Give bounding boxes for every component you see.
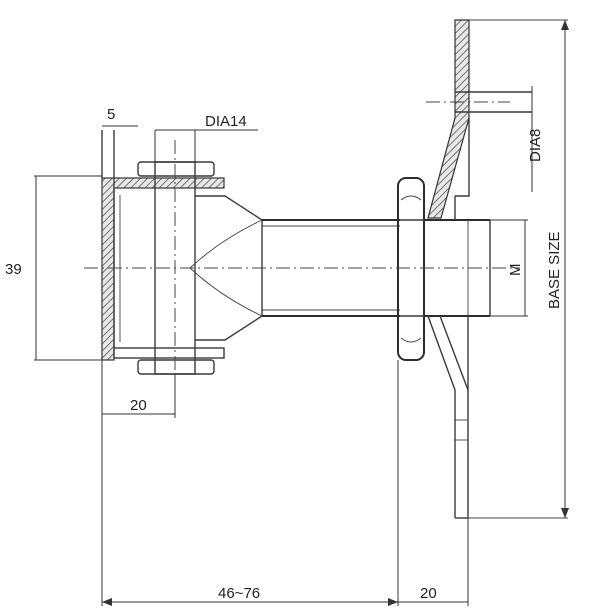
- dim-20-left-label: 20: [130, 397, 147, 414]
- bracket-bottom-arm: [113, 347, 225, 359]
- dia14-label: DIA14: [205, 113, 247, 130]
- hinge-bracket: [101, 130, 225, 361]
- base-size-arrow-top: [561, 20, 569, 30]
- base-outline: BASE SIZE: [468, 19, 569, 519]
- nut-chamfer-bottom: [400, 337, 422, 343]
- weld-plate-edge: [455, 118, 470, 197]
- dim-39-label: 39: [5, 261, 22, 278]
- dim-m: M: [490, 219, 528, 317]
- eye-curve: [189, 219, 263, 317]
- eye-top-taper-inner: [224, 195, 263, 221]
- weld-plate-lower-left: [427, 315, 456, 518]
- dim-39: 39: [5, 175, 102, 361]
- eye-bottom-taper: [195, 315, 263, 341]
- threaded-shaft: [262, 219, 491, 317]
- eye-top-taper: [195, 195, 263, 221]
- dia8-label: DIA8: [527, 129, 544, 162]
- bracket-plate-hatched: [101, 177, 115, 361]
- bolt-eye: [189, 195, 263, 341]
- hex-nut: [397, 177, 425, 361]
- weld-plate-hatched: [427, 19, 470, 219]
- bracket-top-arm-hatched: [113, 177, 225, 189]
- dim-dia8: DIA8: [527, 86, 544, 192]
- nut-body: [397, 177, 425, 361]
- dim-5: 5: [102, 106, 138, 127]
- dim-20-bottom-label: 20: [420, 585, 437, 602]
- dim-20-left: 20: [101, 360, 176, 418]
- dim-dia14: DIA14: [154, 113, 258, 162]
- nut-chamfer-top: [400, 195, 422, 201]
- pin-top-nut: [137, 161, 215, 177]
- dim-46-76: 46~76: [101, 360, 399, 606]
- dim-m-label: M: [507, 264, 524, 277]
- pin-bottom-nut: [137, 359, 215, 375]
- dim-46-76-label: 46~76: [218, 585, 260, 602]
- dim-46-76-arrow-right: [388, 598, 398, 606]
- base-size-arrow-bottom: [561, 508, 569, 518]
- dim-5-label: 5: [107, 106, 115, 123]
- dim-46-76-arrow-left: [102, 598, 112, 606]
- weld-plate-lower-right: [439, 315, 469, 518]
- dim-20-bottom: 20: [398, 518, 469, 606]
- base-size-label: BASE SIZE: [546, 231, 563, 309]
- weld-plate: [426, 19, 532, 519]
